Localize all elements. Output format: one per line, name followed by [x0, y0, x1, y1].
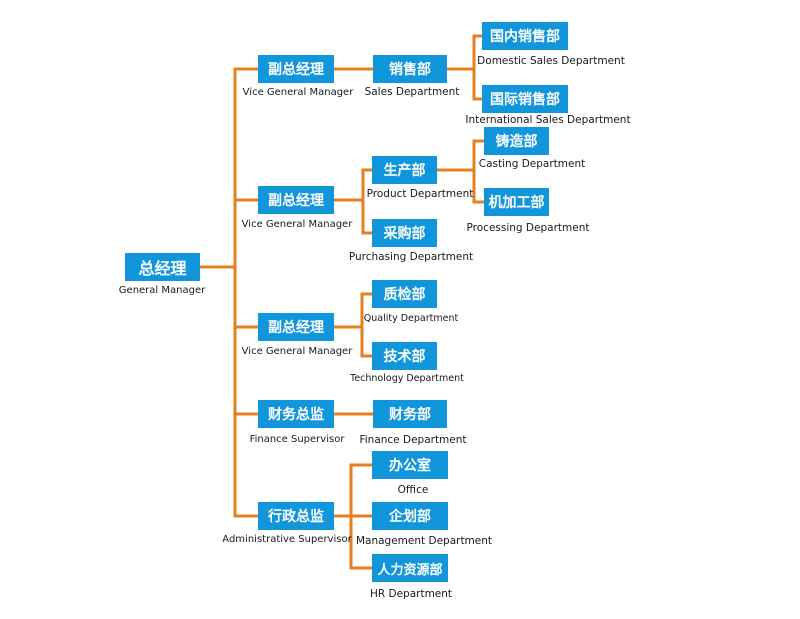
- label-vice-general-manager-3: Vice General Manager: [241, 346, 353, 357]
- box-vice-general-manager-3-text: 副总经理: [268, 320, 324, 336]
- box-vice-general-manager-1: 副总经理: [258, 55, 334, 83]
- box-sales-department: 销售部: [373, 55, 447, 83]
- box-vice-general-manager-2: 副总经理: [258, 186, 334, 214]
- box-processing-department: 机加工部: [484, 188, 549, 216]
- box-international-sales-department: 国际销售部: [482, 85, 568, 113]
- label-administrative-supervisor: Administrative Supervisor: [222, 534, 352, 545]
- box-sales-department-text: 销售部: [389, 62, 431, 78]
- box-finance-supervisor: 财务总监: [258, 400, 334, 428]
- box-finance-department-text: 财务部: [389, 407, 431, 423]
- box-vice-general-manager-2-text: 副总经理: [268, 193, 324, 209]
- box-finance-department: 财务部: [373, 400, 447, 428]
- box-purchasing-department-text: 采购部: [383, 226, 426, 242]
- label-processing-department: Processing Department: [466, 222, 590, 234]
- box-hr-department-text: 人力资源部: [377, 562, 443, 578]
- box-product-department: 生产部: [372, 156, 437, 184]
- box-vice-general-manager-3: 副总经理: [258, 313, 334, 341]
- box-technology-department: 技术部: [372, 342, 437, 370]
- label-casting-department: Casting Department: [478, 158, 586, 170]
- box-domestic-sales-department-text: 国内销售部: [490, 29, 560, 45]
- label-vice-general-manager-1: Vice General Manager: [242, 87, 354, 98]
- label-technology-department: Technology Department: [350, 373, 464, 384]
- box-quality-department-text: 质检部: [383, 287, 426, 303]
- label-management-department: Management Department: [355, 535, 493, 547]
- box-domestic-sales-department: 国内销售部: [482, 22, 568, 50]
- box-purchasing-department: 采购部: [372, 219, 437, 247]
- box-administrative-supervisor: 行政总监: [258, 502, 334, 530]
- label-domestic-sales-department: Domestic Sales Department: [477, 55, 625, 67]
- box-product-department-text: 生产部: [383, 163, 426, 179]
- box-office: 办公室: [372, 451, 448, 479]
- box-vice-general-manager-1-text: 副总经理: [268, 62, 324, 78]
- label-product-department: Product Department: [366, 188, 474, 200]
- label-purchasing-department: Purchasing Department: [348, 251, 474, 263]
- box-casting-department: 铸造部: [484, 127, 549, 155]
- box-management-department: 企划部: [372, 502, 448, 530]
- label-general-manager: General Manager: [118, 285, 206, 296]
- box-hr-department: 人力资源部: [372, 554, 448, 582]
- box-quality-department: 质检部: [372, 280, 437, 308]
- box-office-text: 办公室: [389, 458, 431, 474]
- label-quality-department: Quality Department: [363, 313, 459, 324]
- box-administrative-supervisor-text: 行政总监: [268, 509, 324, 525]
- label-vice-general-manager-2: Vice General Manager: [241, 219, 353, 230]
- box-casting-department-text: 铸造部: [495, 134, 538, 150]
- box-general-manager-text: 总经理: [138, 259, 187, 278]
- label-hr-department: HR Department: [369, 588, 453, 600]
- label-finance-supervisor: Finance Supervisor: [249, 434, 345, 445]
- box-management-department-text: 企划部: [389, 509, 431, 525]
- label-international-sales-department: International Sales Department: [465, 114, 631, 126]
- box-finance-supervisor-text: 财务总监: [268, 407, 324, 423]
- label-office: Office: [397, 484, 429, 496]
- box-processing-department-text: 机加工部: [488, 195, 545, 211]
- box-general-manager: 总经理: [125, 253, 200, 281]
- box-technology-department-text: 技术部: [383, 349, 426, 365]
- label-finance-department: Finance Department: [359, 434, 467, 446]
- label-sales-department: Sales Department: [364, 86, 460, 98]
- box-international-sales-department-text: 国际销售部: [490, 92, 560, 108]
